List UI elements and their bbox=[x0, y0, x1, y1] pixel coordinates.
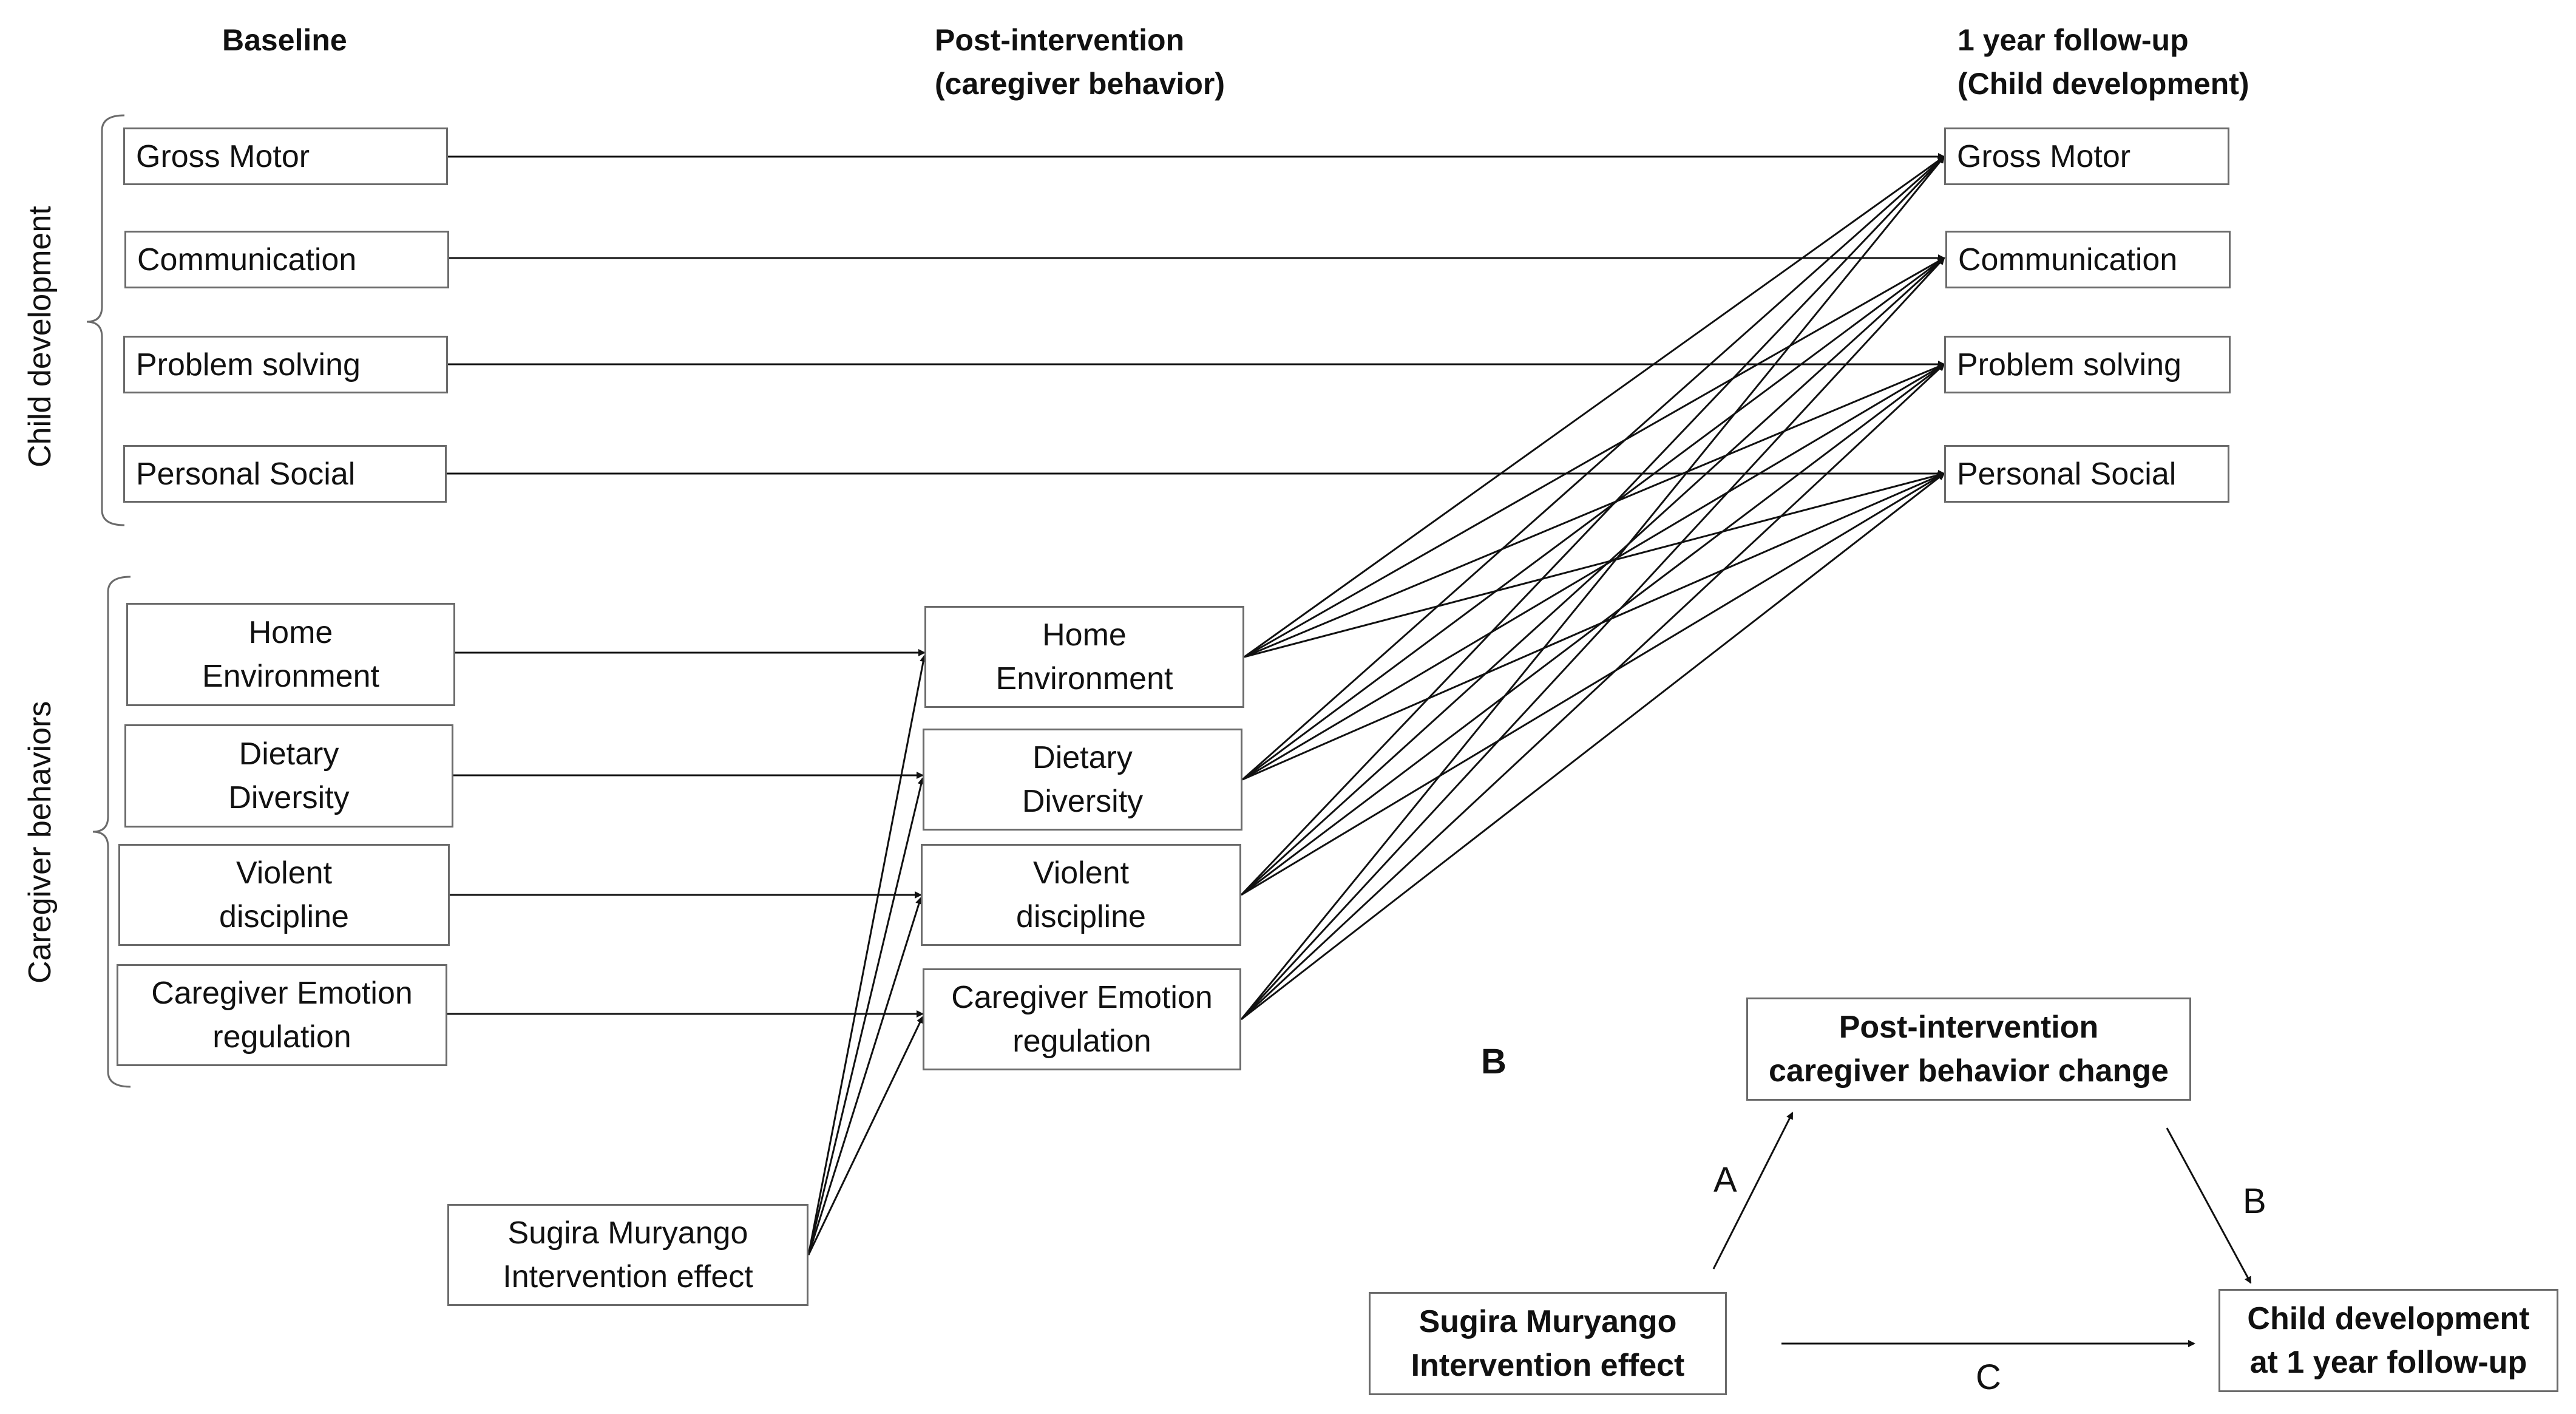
baseline-problem-solving-box: Problem solving bbox=[123, 336, 448, 393]
post-to-followup-arrow bbox=[1242, 257, 1945, 781]
post-dietary-diversity-box: Dietary Diversity bbox=[923, 729, 1242, 831]
box-label: Violent discipline bbox=[219, 855, 349, 934]
followup-heading: 1 year follow-up bbox=[1957, 23, 2189, 57]
baseline-emotion-regulation-box: Caregiver Emotion regulation bbox=[117, 964, 447, 1066]
box-label: Dietary Diversity bbox=[228, 736, 350, 815]
baseline-violent-discipline-box: Violent discipline bbox=[118, 844, 450, 946]
post-intervention-heading: Post-intervention bbox=[935, 23, 1185, 57]
box-label: Gross Motor bbox=[136, 138, 310, 174]
baseline-home-environment-box: Home Environment bbox=[126, 603, 455, 706]
post-to-followup-arrow bbox=[1242, 363, 1945, 781]
post-to-followup-arrow bbox=[1240, 363, 1945, 1021]
path-b-label: B bbox=[2243, 1181, 2266, 1221]
child-development-group-label: Child development bbox=[22, 206, 58, 467]
intervention-effect-box: Sugira Muryango Intervention effect bbox=[447, 1204, 808, 1306]
intervention-to-post-arrow bbox=[807, 1016, 924, 1256]
panel-b-exposure-box: Sugira Muryango Intervention effect bbox=[1369, 1292, 1727, 1395]
box-label: Post-intervention caregiver behavior cha… bbox=[1769, 1010, 2169, 1089]
panel-b-mediator-box: Post-intervention caregiver behavior cha… bbox=[1746, 998, 2191, 1101]
path-a-label: A bbox=[1713, 1160, 1737, 1200]
box-label: Communication bbox=[137, 242, 357, 277]
panel-b-label: B bbox=[1481, 1042, 1507, 1081]
post-to-followup-arrow bbox=[1244, 363, 1945, 658]
box-label: Sugira Muryango Intervention effect bbox=[1411, 1304, 1685, 1383]
box-label: Dietary Diversity bbox=[1022, 740, 1144, 819]
post-to-followup-arrow bbox=[1240, 257, 1945, 1021]
box-label: Problem solving bbox=[136, 347, 361, 382]
post-to-followup-arrow bbox=[1244, 257, 1945, 658]
post-to-followup-arrow bbox=[1240, 257, 1945, 896]
box-label: Home Environment bbox=[995, 617, 1173, 696]
box-label: Child development at 1 year follow-up bbox=[2247, 1301, 2530, 1380]
box-label: Problem solving bbox=[1957, 347, 2181, 382]
box-label: Caregiver Emotion regulation bbox=[951, 980, 1213, 1059]
post-intervention-subheading: (caregiver behavior) bbox=[935, 67, 1225, 101]
baseline-dietary-diversity-box: Dietary Diversity bbox=[124, 724, 453, 828]
box-label: Personal Social bbox=[136, 456, 356, 492]
post-to-followup-arrow bbox=[1242, 155, 1945, 781]
panel-b-path-a-arrow bbox=[1712, 1112, 1794, 1270]
post-to-followup-arrow bbox=[1241, 363, 1945, 896]
post-to-followup-arrow bbox=[1244, 471, 1945, 658]
box-label: Sugira Muryango Intervention effect bbox=[503, 1215, 753, 1294]
intervention-to-post-arrow bbox=[807, 897, 923, 1256]
followup-communication-box: Communication bbox=[1945, 231, 2231, 288]
intervention-to-post-arrow bbox=[807, 777, 925, 1256]
caregiver-behaviors-group-label: Caregiver behaviors bbox=[22, 701, 58, 984]
post-to-followup-arrow bbox=[1241, 472, 1945, 1021]
panel-b-outcome-box: Child development at 1 year follow-up bbox=[2218, 1289, 2558, 1392]
followup-gross-motor-box: Gross Motor bbox=[1944, 127, 2229, 185]
post-to-followup-arrow bbox=[1244, 155, 1945, 658]
path-c-label: C bbox=[1976, 1358, 2001, 1397]
post-to-followup-arrow bbox=[1241, 472, 1945, 896]
post-to-followup-arrow bbox=[1240, 155, 1945, 896]
followup-problem-solving-box: Problem solving bbox=[1944, 336, 2231, 393]
post-home-environment-box: Home Environment bbox=[924, 606, 1244, 708]
post-violent-discipline-box: Violent discipline bbox=[921, 844, 1241, 946]
box-label: Violent discipline bbox=[1016, 855, 1146, 934]
followup-subheading: (Child development) bbox=[1957, 67, 2249, 101]
box-label: Home Environment bbox=[202, 615, 379, 694]
box-label: Caregiver Emotion regulation bbox=[151, 976, 413, 1055]
panel-b-path-b-arrow bbox=[2166, 1127, 2252, 1284]
post-emotion-regulation-box: Caregiver Emotion regulation bbox=[923, 968, 1241, 1070]
followup-personal-social-box: Personal Social bbox=[1944, 445, 2229, 503]
baseline-personal-social-box: Personal Social bbox=[123, 445, 447, 503]
baseline-gross-motor-box: Gross Motor bbox=[123, 127, 448, 185]
box-label: Communication bbox=[1958, 242, 2178, 277]
baseline-heading: Baseline bbox=[222, 23, 347, 57]
post-to-followup-arrow bbox=[1240, 155, 1945, 1020]
box-label: Personal Social bbox=[1957, 456, 2177, 492]
intervention-to-post-arrow bbox=[807, 654, 927, 1256]
box-label: Gross Motor bbox=[1957, 138, 2131, 174]
post-to-followup-arrow bbox=[1242, 472, 1945, 781]
baseline-communication-box: Communication bbox=[124, 231, 449, 288]
